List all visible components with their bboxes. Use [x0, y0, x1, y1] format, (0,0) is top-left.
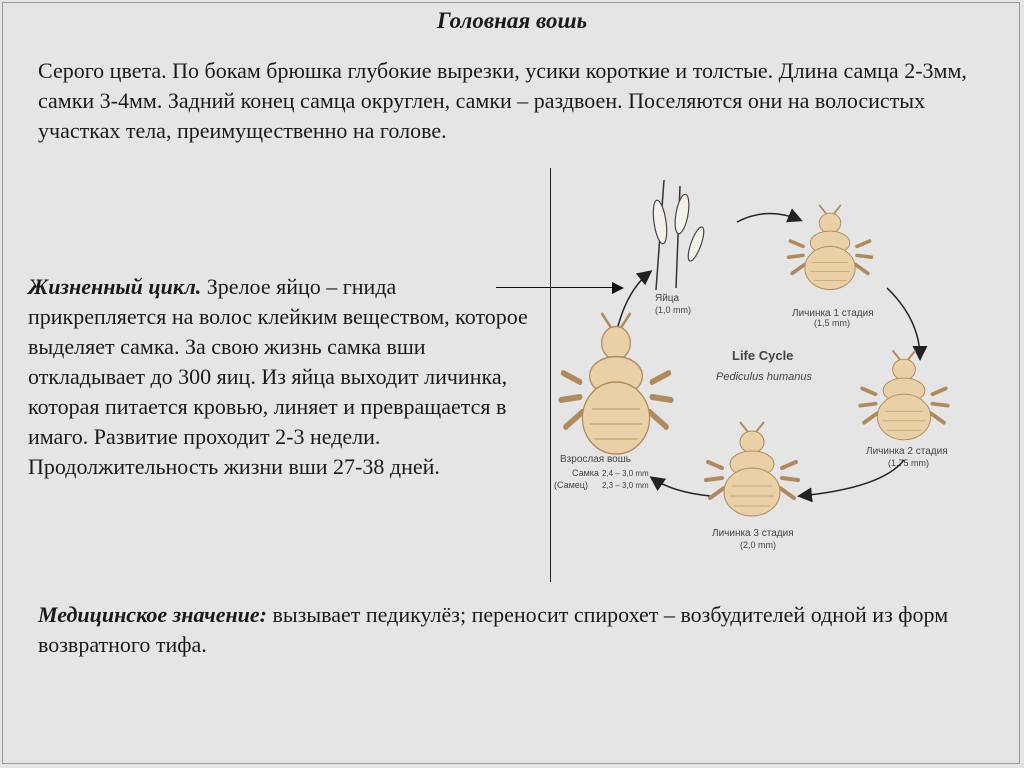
- arrow-stage1-to-stage2: [886, 287, 928, 361]
- eggs-label: Яйца: [655, 293, 680, 304]
- arrow-stage2-to-stage3: [797, 459, 905, 503]
- stage3-size: (2,0 mm): [740, 540, 776, 550]
- diagram-title: Life Cycle: [732, 348, 793, 363]
- adult-male-label: (Самец): [554, 480, 588, 490]
- arrow-stage3-to-adult: [649, 476, 711, 497]
- medical-text: вызывает педикулёз; переносит спирохет –…: [38, 602, 949, 657]
- medical-paragraph: Медицинское значение: вызывает педикулёз…: [38, 600, 978, 660]
- stage1-label: Личинка 1 стадия: [792, 308, 874, 319]
- stage2-size: (1,75 mm): [888, 458, 929, 468]
- life-cycle-text: Зрелое яйцо – гнида прикрепляется на вол…: [28, 274, 528, 479]
- adult-label: Взрослая вошь: [560, 454, 631, 465]
- pointer-arrow-head: [612, 282, 624, 294]
- diagram-subtitle: Pediculus humanus: [716, 371, 813, 383]
- adult-female-size: 2,3 – 3,0 mm: [602, 481, 649, 490]
- life-cycle-diagram: Life Cycle Pediculus humanus Яйца (1,0 m…: [554, 179, 950, 550]
- stage1-size: (1,5 mm): [814, 318, 850, 328]
- adult-louse-illustration: [561, 313, 671, 454]
- intro-paragraph: Серого цвета. По бокам брюшка глубокие в…: [38, 58, 967, 143]
- stage1-louse-illustration: [786, 203, 874, 292]
- eggs-size: (1,0 mm): [655, 305, 691, 315]
- stage3-louse-illustration: [704, 420, 800, 518]
- life-cycle-paragraph: Жизненный цикл. Зрелое яйцо – гнида прик…: [28, 272, 528, 482]
- stage2-louse-illustration: [858, 348, 950, 442]
- stage2-label: Личинка 2 стадия: [866, 446, 948, 457]
- arrow-adult-to-eggs: [616, 270, 653, 331]
- adult-female-label: Самка: [572, 468, 599, 478]
- pointer-arrow-line: [496, 287, 620, 288]
- page-title: Головная вошь: [436, 8, 588, 33]
- stage3-label: Личинка 3 стадия: [712, 528, 794, 539]
- life-cycle-lead: Жизненный цикл.: [28, 274, 202, 299]
- eggs-illustration: [652, 179, 705, 291]
- adult-male-size: 2,4 – 3,0 mm: [602, 469, 649, 478]
- divider-line: [550, 168, 551, 582]
- arrow-eggs-to-stage1: [736, 208, 803, 223]
- medical-lead: Медицинское значение:: [38, 602, 268, 627]
